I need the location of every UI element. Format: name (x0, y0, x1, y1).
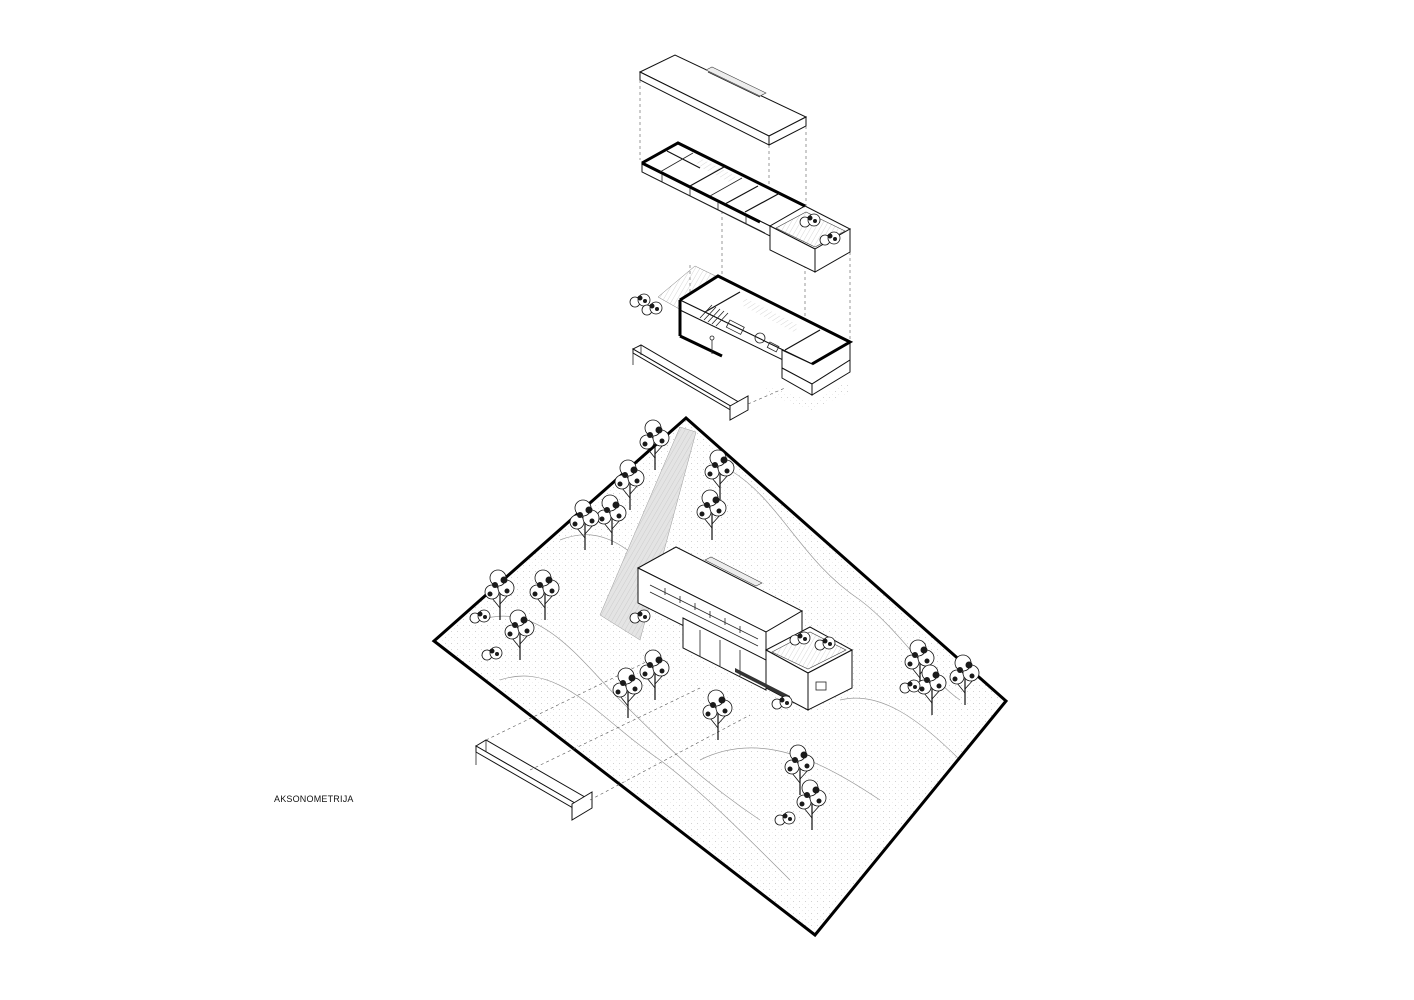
ground-floor-plan (629, 265, 854, 410)
exploded-bench (631, 344, 786, 421)
drawing-caption: AKSONOMETRIJA (274, 794, 354, 804)
upper-floor-plan (640, 141, 852, 273)
roof-slab (638, 54, 808, 146)
projection-lines (639, 80, 851, 380)
house-volume (629, 546, 854, 711)
site-plot (431, 415, 1009, 938)
